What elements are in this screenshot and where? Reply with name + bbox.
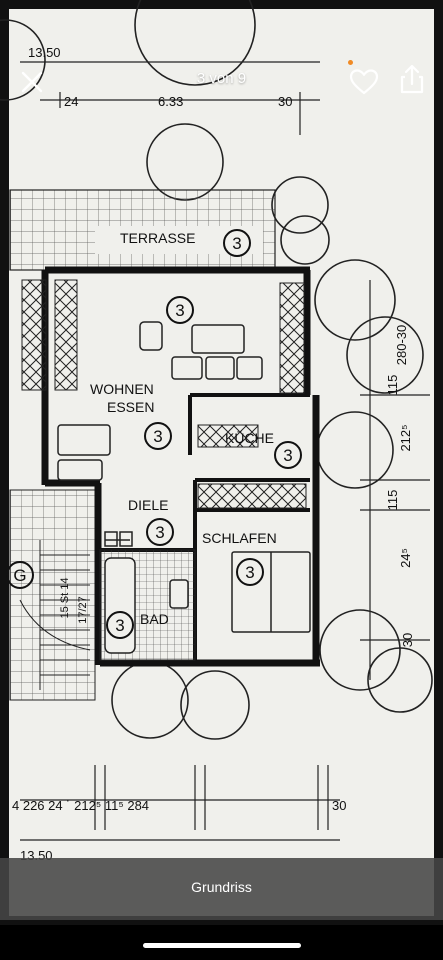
dim-right-115a: 115 <box>385 375 400 396</box>
floorplan-photo[interactable]: 3 3 3 3 3 3 3 G TERRASSE WOHNEN ESSEN KÜ… <box>0 0 443 925</box>
mark-kueche: 3 <box>283 446 292 465</box>
furniture <box>57 321 311 633</box>
label-essen: ESSEN <box>107 399 154 415</box>
walls <box>41 266 320 667</box>
dim-top-633: 6.33 <box>158 94 183 109</box>
mark-wohnen: 3 <box>175 301 184 320</box>
dim-top-total: 13.50 <box>28 45 61 60</box>
dim-bottom-30: 30 <box>332 798 346 813</box>
dim-right-115b: 115 <box>385 490 400 511</box>
share-icon <box>400 64 424 94</box>
mark-essen: 3 <box>153 427 162 446</box>
notification-dot <box>348 60 353 65</box>
photo-caption: Grundriss <box>191 879 252 895</box>
mark-schlafen: 3 <box>245 563 254 582</box>
label-wohnen: WOHNEN <box>90 381 154 397</box>
dim-stair2: 17/27 <box>77 596 89 624</box>
close-button[interactable] <box>14 64 50 100</box>
share-button[interactable] <box>394 62 430 98</box>
mark-terrasse: 3 <box>232 234 241 253</box>
caption-bar: Grundriss <box>0 858 443 920</box>
label-bad: BAD <box>140 611 169 627</box>
home-indicator[interactable] <box>143 943 301 948</box>
dim-top-24: 24 <box>64 94 78 109</box>
trees <box>0 0 433 740</box>
viewer-topbar: 3 von 9 <box>0 52 443 106</box>
close-icon <box>21 71 43 93</box>
heart-icon <box>349 69 379 95</box>
favorite-button[interactable] <box>346 64 382 100</box>
dim-right-280: 280-30 <box>394 325 409 365</box>
dim-right-245: 24⁵ <box>398 548 413 568</box>
floorplan-drawing: 3 3 3 3 3 3 3 G TERRASSE WOHNEN ESSEN KÜ… <box>0 0 443 925</box>
dim-right-2125: 212⁵ <box>398 424 413 451</box>
mark-g: G <box>13 566 26 585</box>
label-kueche: KÜCHE <box>225 429 274 446</box>
label-schlafen: SCHLAFEN <box>202 530 277 546</box>
mark-bad: 3 <box>115 616 124 635</box>
dim-bottom-seq: 4 226 24 ˙ 212⁵ 11⁵ 284 <box>12 798 149 813</box>
dim-right-30: 30 <box>400 633 415 647</box>
mark-diele: 3 <box>155 523 164 542</box>
photo-counter: 3 von 9 <box>196 70 247 87</box>
label-diele: DIELE <box>128 497 168 513</box>
dim-stair: 15 St 14 <box>59 578 71 619</box>
dim-top-30: 30 <box>278 94 292 109</box>
label-terrasse: TERRASSE <box>120 230 195 246</box>
